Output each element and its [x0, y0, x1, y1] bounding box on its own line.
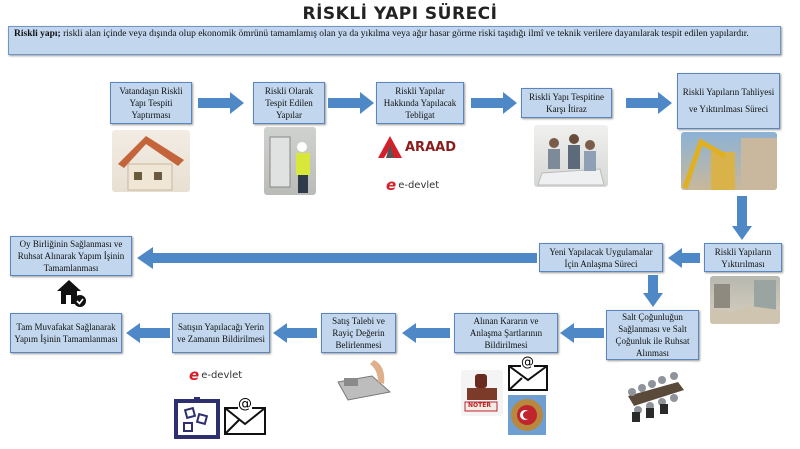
- arrow-left-1: [668, 248, 700, 268]
- step-label: Riskli Yapıların Tahliyesi ve Yıktırılma…: [682, 87, 775, 114]
- step-box-13: Tam Muvafakat Sağlanarak Yapım İşinin Ta…: [10, 313, 122, 353]
- notary-stamp-image: NOTER: [461, 370, 503, 416]
- step-label: Salt Çoğunluğun Sağlanması ve Salt Çoğun…: [615, 312, 690, 358]
- technician-image: [264, 127, 316, 195]
- definition-term: Riskli yapı;: [14, 29, 61, 39]
- rubble-image: [710, 276, 780, 324]
- definition-text: riskli alan içinde veya dışında olup eko…: [60, 29, 749, 39]
- notice-board-icon: [174, 397, 220, 439]
- government-seal-icon: [508, 395, 546, 435]
- arrow-right-4: [626, 92, 672, 114]
- email-icon-bottom: @: [223, 396, 267, 441]
- arrow-left-long: [137, 247, 537, 269]
- step-label: Riskli Yapı Tespitine Karşı İtiraz: [529, 92, 604, 114]
- step-box-12: Satışın Yapılacağı Yerin ve Zamanın Bild…: [172, 313, 270, 353]
- page-title: RİSKLİ YAPI SÜRECİ: [302, 4, 498, 24]
- edevlet-logo-bottom: e e-devlet: [189, 366, 242, 384]
- step-label: Alınan Kararın ve Anlaşma Şartlarının Bi…: [469, 316, 543, 350]
- step-box-7: Yeni Yapılacak Uygulamalar İçin Anlaşma …: [539, 243, 663, 272]
- edevlet-text: e-devlet: [398, 179, 440, 191]
- at-symbol: @: [238, 396, 252, 412]
- step-box-4: Riskli Yapı Tespitine Karşı İtiraz: [521, 88, 612, 118]
- step-box-6: Riskli Yapıların Yıktırılması: [704, 243, 782, 272]
- edevlet-mark-icon: e: [386, 176, 397, 194]
- arrow-down-2: [643, 275, 663, 307]
- step-box-10: Alınan Kararın ve Anlaşma Şartlarının Bi…: [454, 313, 558, 353]
- house-image: [112, 130, 190, 192]
- arrow-right-1: [198, 92, 244, 114]
- arrow-down-1: [732, 196, 752, 240]
- arrow-left-2: [560, 323, 604, 343]
- step-box-2: Riskli Olarak Tespit Edilen Yapılar: [253, 82, 325, 124]
- arrow-left-5: [126, 323, 170, 343]
- arrow-right-3: [471, 92, 517, 114]
- step-box-11: Satış Talebi ve Rayiç Değerin Belirlenme…: [321, 313, 396, 353]
- email-icon-middle: @: [507, 355, 549, 397]
- step-label: Satış Talebi ve Rayiç Değerin Belirlenme…: [332, 316, 385, 350]
- step-label: Tam Muvafakat Sağlanarak Yapım İşinin Ta…: [14, 322, 118, 344]
- calculator-image: [334, 358, 394, 404]
- step-label: Vatandaşın Riskli Yapı Tespiti Yaptırmas…: [119, 86, 183, 120]
- step-box-3: Riskli Yapılar Hakkında Yapılacak Teblig…: [376, 82, 464, 124]
- house-check-icon: [57, 280, 86, 307]
- step-label: Riskli Yapıların Yıktırılması: [714, 246, 772, 269]
- arrow-right-2: [328, 92, 374, 114]
- edevlet-text: e-devlet: [201, 369, 243, 381]
- step-box-8: Oy Birliğinin Sağlanması ve Ruhsat Alına…: [10, 236, 132, 276]
- araad-logo: ARAAD: [378, 136, 456, 158]
- edevlet-logo-top: e e-devlet: [386, 176, 439, 194]
- step-box-9: Salt Çoğunluğun Sağlanması ve Salt Çoğun…: [606, 310, 699, 360]
- step-label: Yeni Yapılacak Uygulamalar İçin Anlaşma …: [549, 246, 653, 269]
- stamp-text: NOTER: [468, 402, 491, 409]
- step-label: Riskli Olarak Tespit Edilen Yapılar: [264, 86, 314, 120]
- meeting-plans-image: [534, 125, 608, 187]
- demolition-image: [681, 132, 777, 190]
- edevlet-mark-icon: e: [189, 366, 200, 384]
- step-label: Satışın Yapılacağı Yerin ve Zamanın Bild…: [177, 322, 265, 344]
- araad-text: ARAAD: [405, 139, 456, 155]
- conference-table-image: [618, 362, 692, 428]
- definition-box: Riskli yapı; riskli alan içinde veya dış…: [8, 26, 781, 55]
- step-label: Riskli Yapılar Hakkında Yapılacak Teblig…: [383, 86, 457, 120]
- step-box-5: Riskli Yapıların Tahliyesi ve Yıktırılma…: [677, 73, 780, 129]
- step-label: Oy Birliğinin Sağlanması ve Ruhsat Alına…: [17, 239, 125, 273]
- arrow-left-3: [402, 323, 450, 343]
- arrow-left-4: [273, 323, 317, 343]
- step-box-1: Vatandaşın Riskli Yapı Tespiti Yaptırmas…: [110, 82, 192, 124]
- at-symbol: @: [521, 355, 534, 370]
